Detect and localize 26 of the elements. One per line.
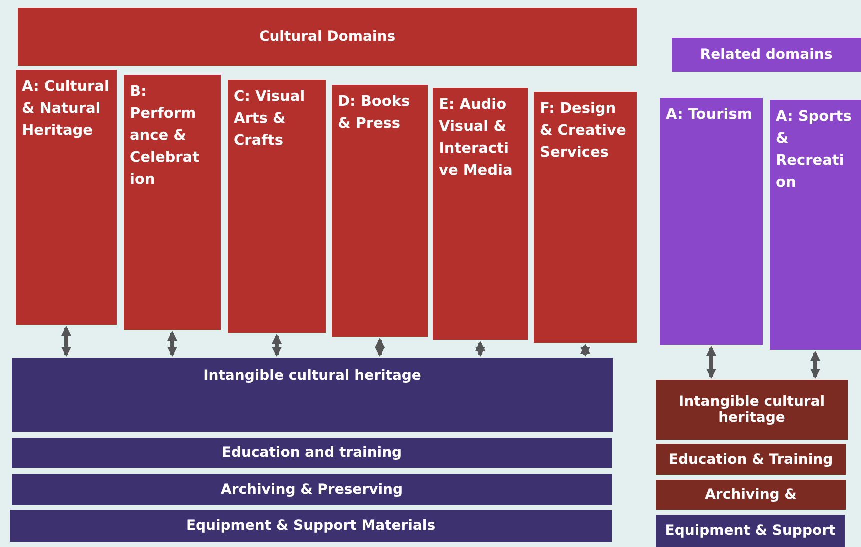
header-band: Related domains [672, 38, 861, 72]
domain-column: A: Cultural & Natural Heritage [16, 70, 117, 325]
domain-column: A: Tourism [660, 98, 763, 345]
double-arrow [62, 326, 72, 357]
layer-bar: Intangible cultural heritage [12, 358, 613, 432]
layer-bar: Archiving & Preserving [12, 474, 612, 505]
double-arrow [168, 331, 178, 357]
layer-bar: Education and training [12, 438, 612, 468]
domain-column: E: Audio Visual & Interacti ve Media [433, 88, 528, 340]
layer-bar: Archiving & [656, 480, 846, 510]
layer-bar: Education & Training [656, 444, 846, 475]
double-arrow [706, 346, 716, 379]
layer-bar: Equipment & Support Materials [10, 510, 612, 542]
domain-column: F: Design & Creative Services [534, 92, 637, 343]
header-band: Cultural Domains [18, 8, 637, 66]
domain-column: A: Sports & Recreati on [770, 100, 861, 350]
double-arrow [810, 351, 820, 379]
layer-bar: Intangible cultural heritage [656, 380, 848, 440]
double-arrow [580, 344, 590, 357]
double-arrow [476, 341, 486, 357]
domain-column: B: Perform ance & Celebrat ion [124, 75, 221, 330]
domain-column: C: Visual Arts & Crafts [228, 80, 326, 333]
double-arrow [375, 338, 385, 357]
double-arrow [272, 334, 282, 357]
layer-bar: Equipment & Support [656, 515, 845, 547]
domain-column: D: Books & Press [332, 85, 428, 337]
